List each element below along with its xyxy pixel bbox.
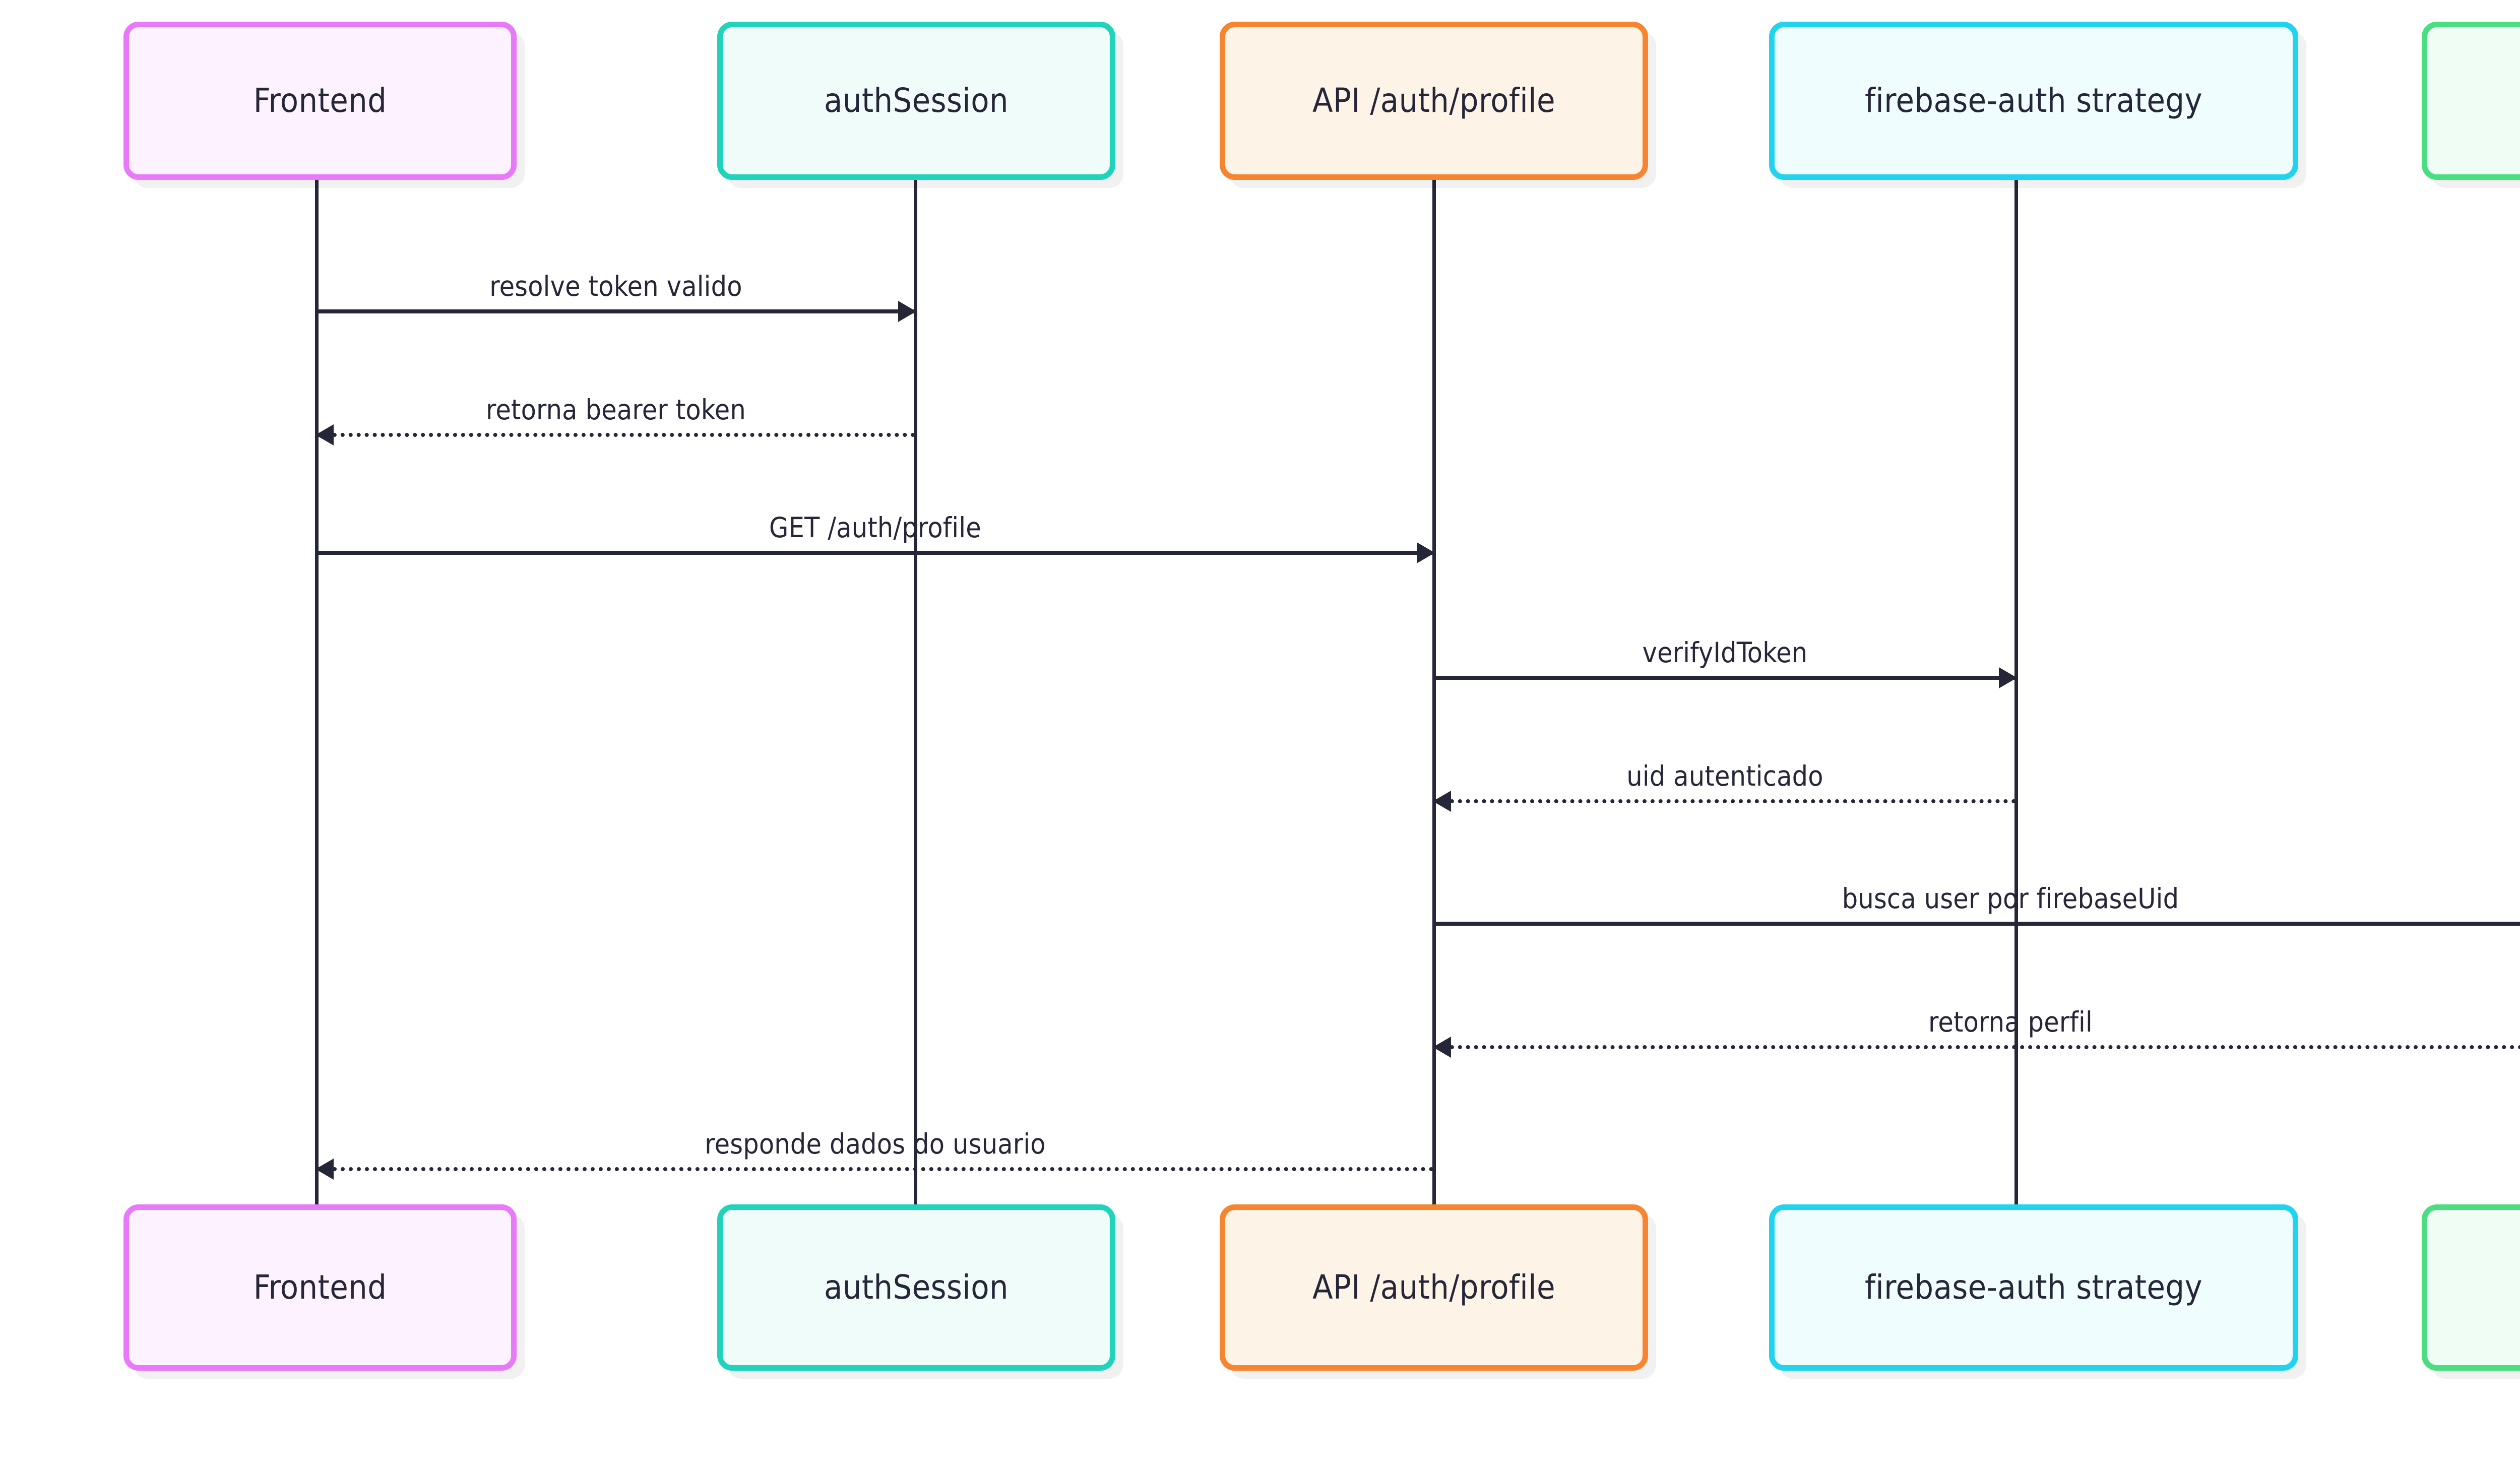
participant-box-postgres-bottom[interactable]: PostgreSQL <box>2422 1204 2520 1371</box>
lifeline-api <box>1432 180 1436 1204</box>
arrowhead-left-icon <box>316 1159 334 1180</box>
participant-box-authsession-bottom[interactable]: authSession <box>717 1204 1115 1371</box>
participant-label-firebase: firebase-auth strategy <box>1864 1268 2203 1307</box>
participant-box-firebase-bottom[interactable]: firebase-auth strategy <box>1769 1204 2298 1371</box>
message-label-6: busca user por firebaseUid <box>1842 882 2179 915</box>
participant-label-frontend: Frontend <box>253 81 387 120</box>
lifeline-frontend <box>315 180 319 1204</box>
message-label-7: retorna perfil <box>1928 1006 2093 1038</box>
message-label-3: GET /auth/profile <box>769 511 981 544</box>
message-line-8 <box>317 1167 1434 1171</box>
participant-box-postgres-top[interactable]: PostgreSQL <box>2422 22 2520 180</box>
participant-label-authsession: authSession <box>824 81 1009 120</box>
message-label-2: retorna bearer token <box>486 394 746 426</box>
participant-box-frontend-bottom[interactable]: Frontend <box>123 1204 517 1371</box>
message-line-6 <box>1434 922 2520 926</box>
message-label-5: uid autenticado <box>1626 760 1823 792</box>
participant-box-api-bottom[interactable]: API /auth/profile <box>1220 1204 1648 1371</box>
arrowhead-right-icon <box>1999 667 2017 688</box>
participant-label-api: API /auth/profile <box>1312 1268 1555 1307</box>
message-line-4 <box>1434 676 2016 680</box>
lifeline-authsession <box>914 180 917 1204</box>
arrowhead-right-icon <box>1417 542 1435 563</box>
participant-label-firebase: firebase-auth strategy <box>1864 81 2203 120</box>
participant-box-authsession-top[interactable]: authSession <box>717 22 1115 180</box>
arrowhead-left-icon <box>1433 1037 1451 1058</box>
lifeline-firebase <box>2014 180 2018 1204</box>
message-line-2 <box>317 433 915 437</box>
message-line-5 <box>1434 799 2016 803</box>
participant-box-firebase-top[interactable]: firebase-auth strategy <box>1769 22 2298 180</box>
message-label-1: resolve token valido <box>489 270 742 302</box>
arrowhead-right-icon <box>898 301 916 322</box>
participant-label-api: API /auth/profile <box>1312 81 1555 120</box>
message-line-1 <box>317 309 915 313</box>
arrowhead-left-icon <box>1433 791 1451 812</box>
message-label-8: responde dados do usuario <box>705 1128 1046 1160</box>
participant-box-api-top[interactable]: API /auth/profile <box>1220 22 1648 180</box>
message-line-7 <box>1434 1045 2520 1049</box>
message-line-3 <box>317 551 1434 555</box>
arrowhead-left-icon <box>316 424 334 445</box>
participant-label-frontend: Frontend <box>253 1268 387 1307</box>
participant-label-authsession: authSession <box>824 1268 1009 1307</box>
message-label-4: verifyIdToken <box>1642 636 1808 669</box>
participant-box-frontend-top[interactable]: Frontend <box>123 22 517 180</box>
